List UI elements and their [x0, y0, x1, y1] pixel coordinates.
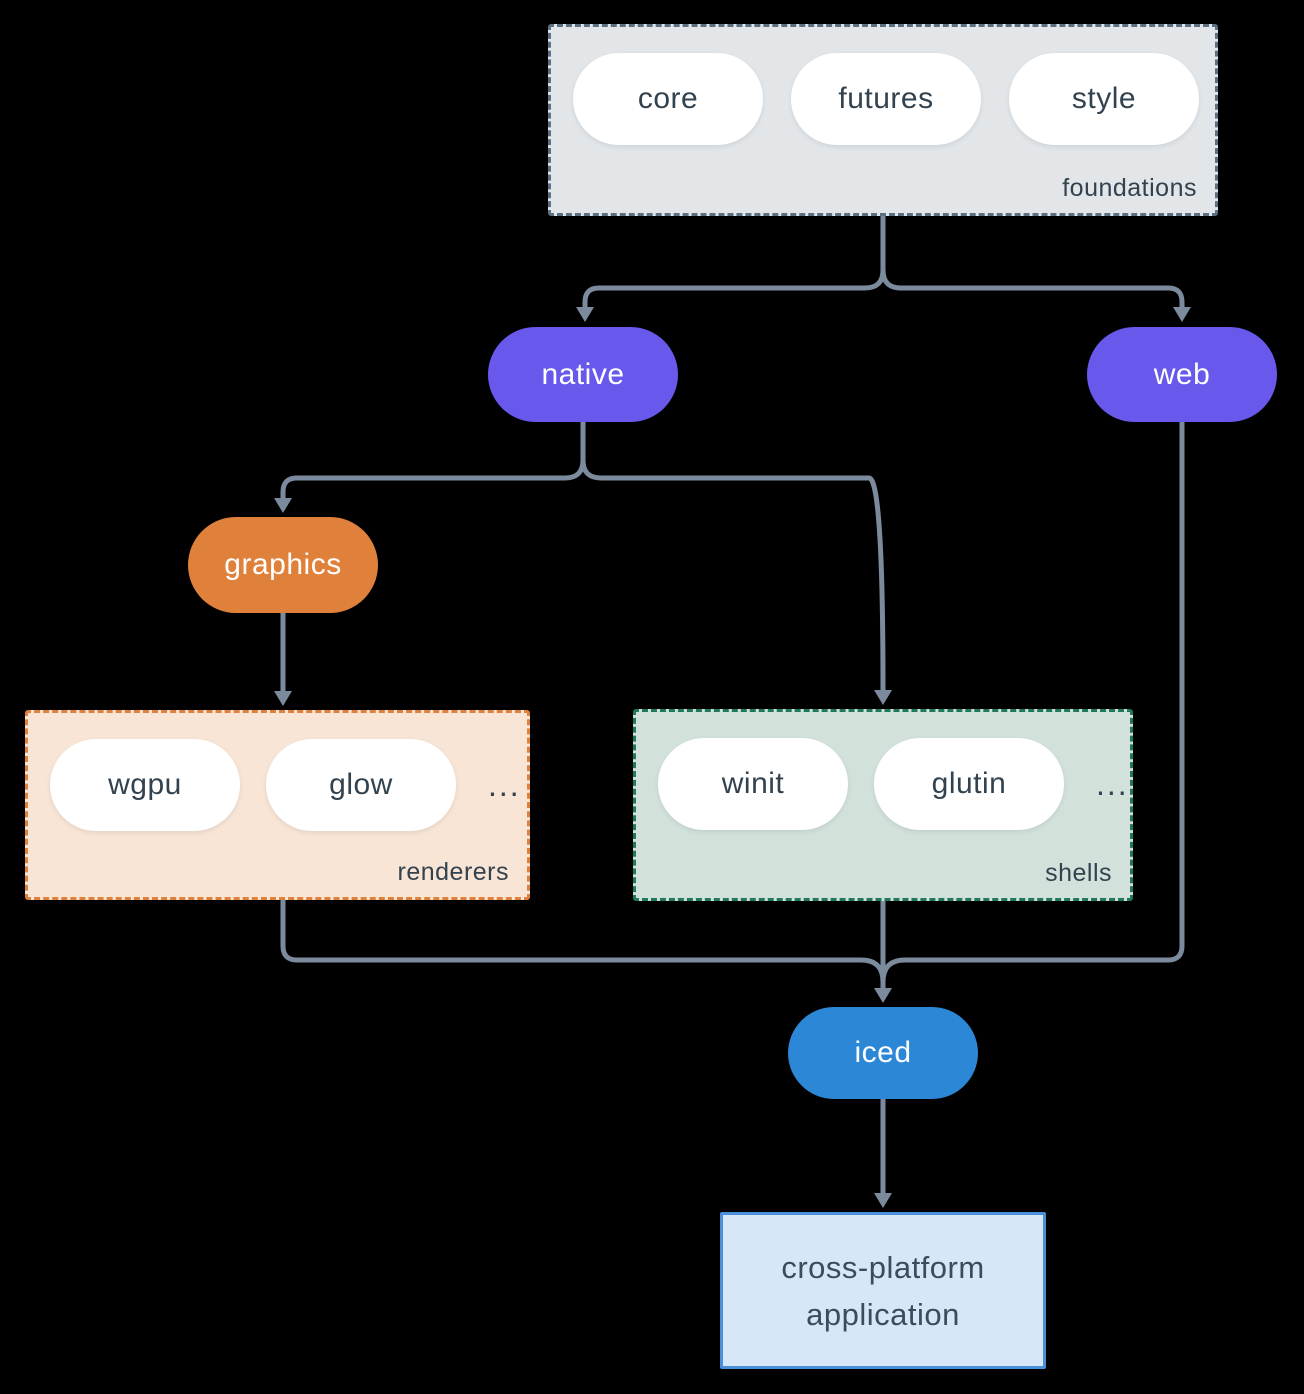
edge-renderers-to-iced — [280, 900, 886, 983]
node-core: core — [573, 53, 763, 145]
edge-foundations-to-native — [582, 216, 886, 307]
edge-foundations-to-web — [880, 216, 1185, 307]
foundations-label: foundations — [1062, 174, 1197, 202]
node-native: native — [488, 327, 678, 422]
node-style: style — [1009, 53, 1199, 145]
renderers-pill-row: wgpu glow ... — [28, 713, 527, 831]
cross-platform-application-box: cross-platform application — [720, 1212, 1046, 1369]
shells-pill-row: winit glutin ... — [636, 712, 1130, 830]
foundations-pill-row: core futures style — [551, 27, 1215, 145]
arrowhead-shells — [874, 690, 892, 705]
node-glow: glow — [266, 739, 456, 831]
renderers-ellipsis: ... — [488, 766, 521, 803]
arrowhead-iced — [874, 988, 892, 1003]
arrowhead-renderers — [274, 691, 292, 706]
node-glutin: glutin — [874, 738, 1064, 830]
shells-ellipsis: ... — [1096, 765, 1129, 802]
arrowhead-native — [576, 307, 594, 322]
arrowhead-graphics — [274, 498, 292, 513]
edge-native-to-graphics — [280, 422, 586, 498]
node-web: web — [1087, 327, 1277, 422]
arrowhead-application — [874, 1193, 892, 1208]
node-winit: winit — [658, 738, 848, 830]
node-graphics: graphics — [188, 517, 378, 613]
node-futures: futures — [791, 53, 981, 145]
renderers-group: wgpu glow ... renderers — [25, 710, 530, 900]
shells-label: shells — [1045, 859, 1112, 887]
shells-group: winit glutin ... shells — [633, 709, 1133, 901]
foundations-group: core futures style foundations — [548, 24, 1218, 216]
edge-web-to-iced — [880, 422, 1185, 983]
arrowhead-web — [1173, 307, 1191, 322]
node-iced: iced — [788, 1007, 978, 1099]
node-wgpu: wgpu — [50, 739, 240, 831]
edge-native-to-shells — [580, 422, 886, 691]
application-label: cross-platform application — [781, 1249, 985, 1332]
renderers-label: renderers — [397, 858, 509, 886]
